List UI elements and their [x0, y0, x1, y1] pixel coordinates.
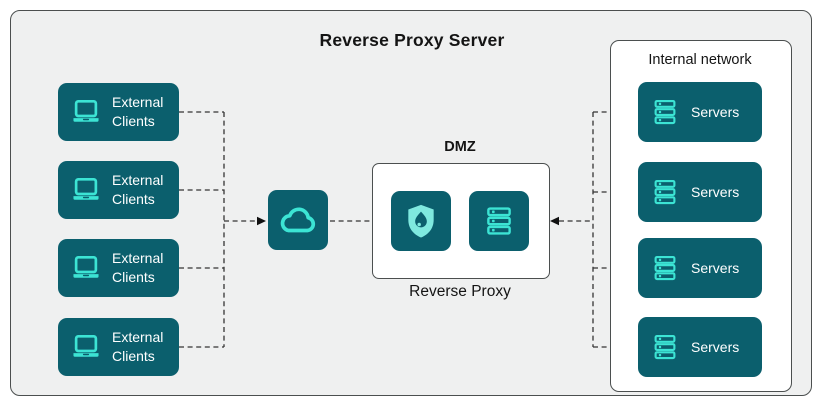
laptop-icon [73, 335, 99, 357]
server-label: Servers [691, 338, 740, 355]
firewall-node [391, 191, 451, 251]
dmz-label: DMZ [444, 139, 476, 155]
server-node-1: Servers [638, 82, 762, 142]
server-stack-icon [654, 179, 676, 205]
cloud-icon [280, 207, 316, 233]
external-client-label: External Clients [112, 94, 164, 129]
external-client-node-3: External Clients [58, 239, 179, 297]
external-client-node-2: External Clients [58, 161, 179, 219]
diagram-title: Reverse Proxy Server [319, 30, 505, 50]
server-label: Servers [691, 259, 740, 276]
reverse-proxy-server-node [469, 191, 529, 251]
server-label: Servers [691, 183, 740, 200]
laptop-icon [73, 100, 99, 122]
external-client-label: External Clients [112, 250, 164, 285]
server-stack-icon [487, 207, 511, 235]
laptop-icon [73, 178, 99, 200]
server-node-2: Servers [638, 162, 762, 222]
laptop-icon [73, 256, 99, 278]
external-client-node-1: External Clients [58, 83, 179, 141]
external-client-label: External Clients [112, 172, 164, 207]
external-client-node-4: External Clients [58, 318, 179, 376]
external-client-label: External Clients [112, 329, 164, 364]
server-stack-icon [654, 334, 676, 360]
server-label: Servers [691, 103, 740, 120]
internal-network-label: Internal network [648, 52, 752, 68]
server-node-3: Servers [638, 238, 762, 298]
shield-flame-icon [408, 204, 434, 238]
server-node-4: Servers [638, 317, 762, 377]
server-stack-icon [654, 99, 676, 125]
server-stack-icon [654, 255, 676, 281]
internet-cloud-node [268, 190, 328, 250]
reverse-proxy-caption: Reverse Proxy [409, 283, 511, 300]
